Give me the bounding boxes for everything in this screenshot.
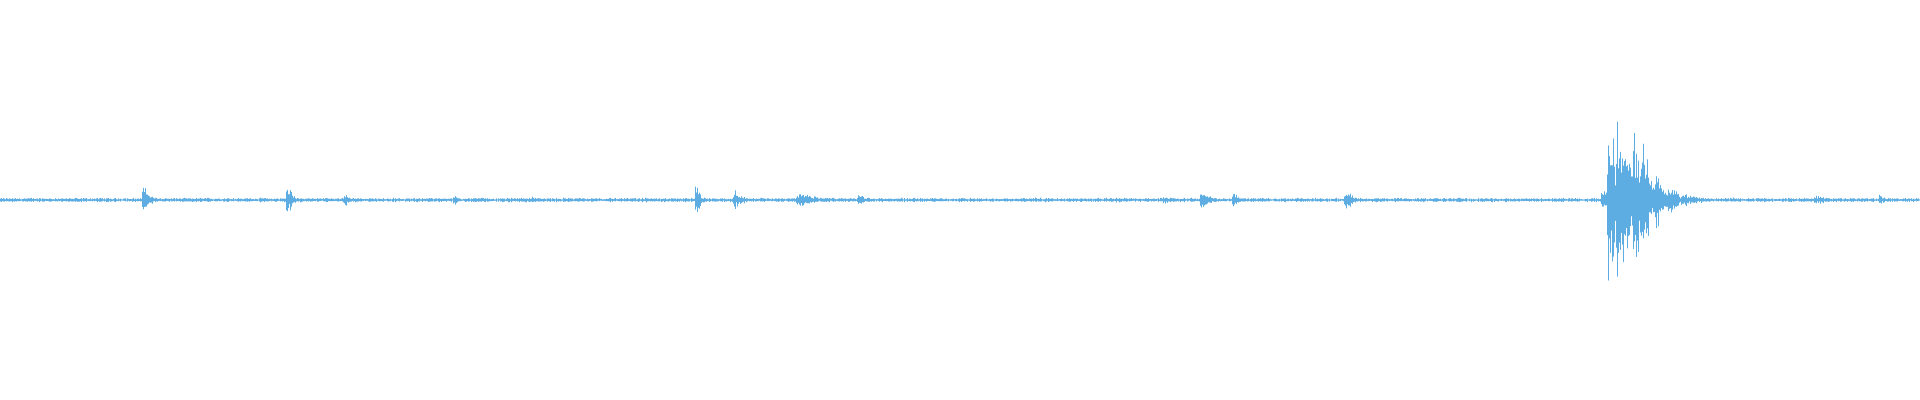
waveform-signal [0,121,1920,281]
